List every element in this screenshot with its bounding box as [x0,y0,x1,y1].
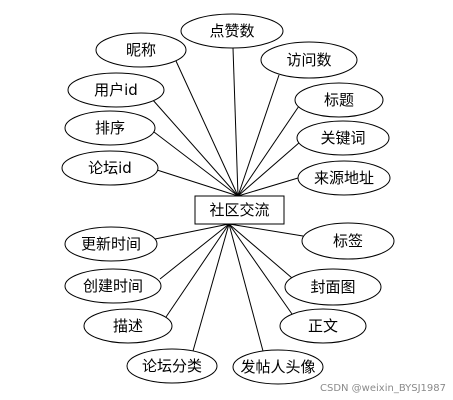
attr-description-label: 描述 [113,317,143,335]
attr-nickname-label: 昵称 [126,41,156,59]
attr-forum-category: 论坛分类 [126,348,218,384]
attr-sort-ellipse [64,110,156,146]
attr-description-ellipse [83,308,173,344]
attr-likes-ellipse [180,13,284,49]
attr-tags-ellipse [301,222,395,260]
attr-user-id-connector [151,98,239,197]
attr-user-id-ellipse [67,72,165,108]
attr-content-ellipse [279,308,367,344]
attr-nickname: 昵称 [95,32,187,68]
attr-title: 标题 [294,82,384,118]
attr-likes-label: 点赞数 [209,22,254,40]
attr-update-time: 更新时间 [64,226,158,262]
attr-create-time-ellipse [64,268,162,304]
attr-source-url-label: 来源地址 [314,169,374,187]
attr-sort-connector [153,131,239,197]
attr-tags-connector [228,223,304,237]
attr-content-label: 正文 [308,317,338,335]
attr-content-connector [228,223,293,315]
attr-poster-avatar-connector [228,223,264,352]
attr-description-connector [165,223,230,318]
attr-visits-connector [237,74,280,197]
attr-title-label: 标题 [324,91,354,109]
attr-title-ellipse [294,82,384,118]
attr-forum-id-connector [156,169,239,197]
attr-create-time: 创建时间 [64,268,162,304]
attr-cover: 封面图 [284,268,382,306]
attr-visits-label: 访问数 [286,51,331,69]
attr-create-time-label: 创建时间 [83,277,143,295]
attr-forum-category-ellipse [126,348,218,384]
entity-box: 社区交流 [194,195,285,225]
attr-user-id: 用户id [67,72,165,108]
attr-sort-label: 排序 [95,119,125,137]
attr-visits: 访问数 [260,41,358,79]
attr-nickname-connector [175,60,239,197]
attr-poster-avatar-label: 发帖人头像 [240,358,315,376]
attr-source-url-ellipse [297,160,391,196]
attr-user-id-label: 用户id [94,81,138,99]
attr-cover-connector [228,223,293,279]
entity-rect [194,195,285,225]
attr-likes: 点赞数 [180,13,284,49]
attr-keywords-label: 关键词 [320,129,365,147]
attr-update-time-connector [154,223,230,240]
attr-cover-ellipse [284,268,382,306]
attr-forum-id-ellipse [61,150,159,186]
attr-forum-id: 论坛id [61,150,159,186]
attr-content: 正文 [279,308,367,344]
attr-tags-label: 标签 [333,232,363,250]
attr-nickname-ellipse [95,32,187,68]
attr-keywords-connector [237,141,301,197]
attr-keywords: 关键词 [296,120,390,156]
attr-visits-ellipse [260,41,358,79]
attr-update-time-label: 更新时间 [81,235,141,253]
attr-forum-id-label: 论坛id [88,159,132,177]
attr-forum-category-connector [192,223,230,352]
attr-poster-avatar-ellipse [232,349,324,385]
attr-update-time-ellipse [64,226,158,262]
attr-likes-connector [232,47,239,197]
attr-tags: 标签 [301,222,395,260]
connectors [151,47,304,352]
entity-label: 社区交流 [209,201,269,219]
attr-title-connector [237,105,300,197]
attr-source-url-connector [237,177,299,197]
attr-cover-label: 封面图 [310,278,355,296]
attr-create-time-connector [159,223,230,280]
attr-forum-category-label: 论坛分类 [142,357,202,375]
attr-poster-avatar: 发帖人头像 [232,349,324,385]
attr-sort: 排序 [64,110,156,146]
watermark: CSDN @weixin_BYSJ1987 [319,383,446,394]
attr-keywords-ellipse [296,120,390,156]
attr-description: 描述 [83,308,173,344]
attr-source-url: 来源地址 [297,160,391,196]
